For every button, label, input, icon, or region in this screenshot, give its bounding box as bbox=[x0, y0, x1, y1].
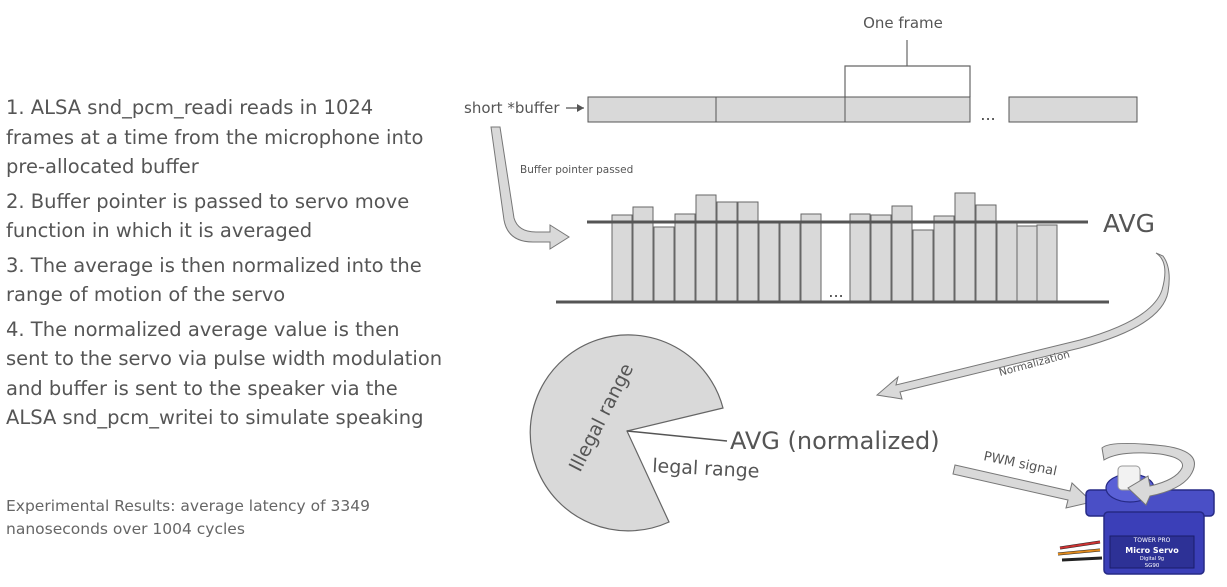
steps-list: 1. ALSA snd_pcm_readi reads in 1024 fram… bbox=[6, 93, 446, 438]
buffer-label: short *buffer bbox=[464, 99, 560, 117]
sample-bar bbox=[933, 215, 955, 303]
sample-bar bbox=[674, 213, 696, 303]
sample-bar bbox=[870, 214, 892, 303]
buffer-frame-2 bbox=[715, 96, 846, 123]
sample-bar bbox=[1036, 224, 1058, 303]
buffer-frame-3 bbox=[844, 96, 971, 123]
buffer-frame-last bbox=[1008, 96, 1138, 123]
sample-bar bbox=[737, 201, 759, 303]
step-1: 1. ALSA snd_pcm_readi reads in 1024 fram… bbox=[6, 96, 424, 178]
step-4: 4. The normalized average value is then … bbox=[6, 317, 443, 430]
normalization-arrow bbox=[875, 252, 1170, 400]
avg-normalized-label: AVG (normalized) bbox=[730, 427, 940, 455]
sample-bar bbox=[1016, 225, 1038, 303]
sample-bar bbox=[800, 213, 822, 303]
sample-bar bbox=[695, 194, 717, 303]
rotation-arrow bbox=[1101, 442, 1195, 506]
buffer-arrowhead bbox=[577, 104, 584, 112]
bars-ellipsis: ... bbox=[828, 282, 843, 301]
illegal-range-pie bbox=[529, 334, 724, 532]
pointer-label: Buffer pointer passed bbox=[520, 164, 633, 176]
sample-bar bbox=[758, 222, 780, 303]
one-frame-bracket bbox=[844, 40, 971, 97]
sample-bar bbox=[954, 192, 976, 303]
step-2: 2. Buffer pointer is passed to servo mov… bbox=[6, 189, 410, 243]
servo-brand-text: TOWER PRO bbox=[1133, 537, 1171, 544]
servo-motor-image: TOWER PRO Micro Servo Digital 9g SG90 bbox=[1057, 465, 1215, 575]
pointer-arrow bbox=[490, 126, 570, 250]
sample-bar bbox=[849, 213, 871, 303]
pwm-arrow bbox=[952, 464, 1094, 509]
sample-bars bbox=[611, 192, 1058, 303]
servo-model-text: SG90 bbox=[1145, 563, 1160, 569]
legal-range-pointer bbox=[626, 430, 728, 442]
sample-bar bbox=[975, 204, 997, 303]
avg-label: AVG bbox=[1103, 209, 1155, 238]
legal-range-label: legal range bbox=[652, 455, 760, 483]
sample-bar bbox=[611, 214, 633, 303]
experimental-results: Experimental Results: average latency of… bbox=[6, 497, 370, 538]
sample-bar bbox=[912, 229, 934, 303]
sample-bar bbox=[779, 222, 801, 303]
servo-sub-text: Digital 9g bbox=[1140, 556, 1164, 562]
buffer-ellipsis: ... bbox=[980, 105, 995, 124]
step-3: 3. The average is then normalized into t… bbox=[6, 253, 422, 307]
sample-bar bbox=[653, 226, 675, 303]
sample-bar bbox=[996, 221, 1018, 303]
servo-name-text: Micro Servo bbox=[1125, 546, 1179, 555]
buffer-frame-1 bbox=[587, 96, 717, 123]
sample-bar bbox=[891, 205, 913, 303]
sample-bar bbox=[716, 201, 738, 303]
one-frame-label: One frame bbox=[863, 14, 943, 32]
